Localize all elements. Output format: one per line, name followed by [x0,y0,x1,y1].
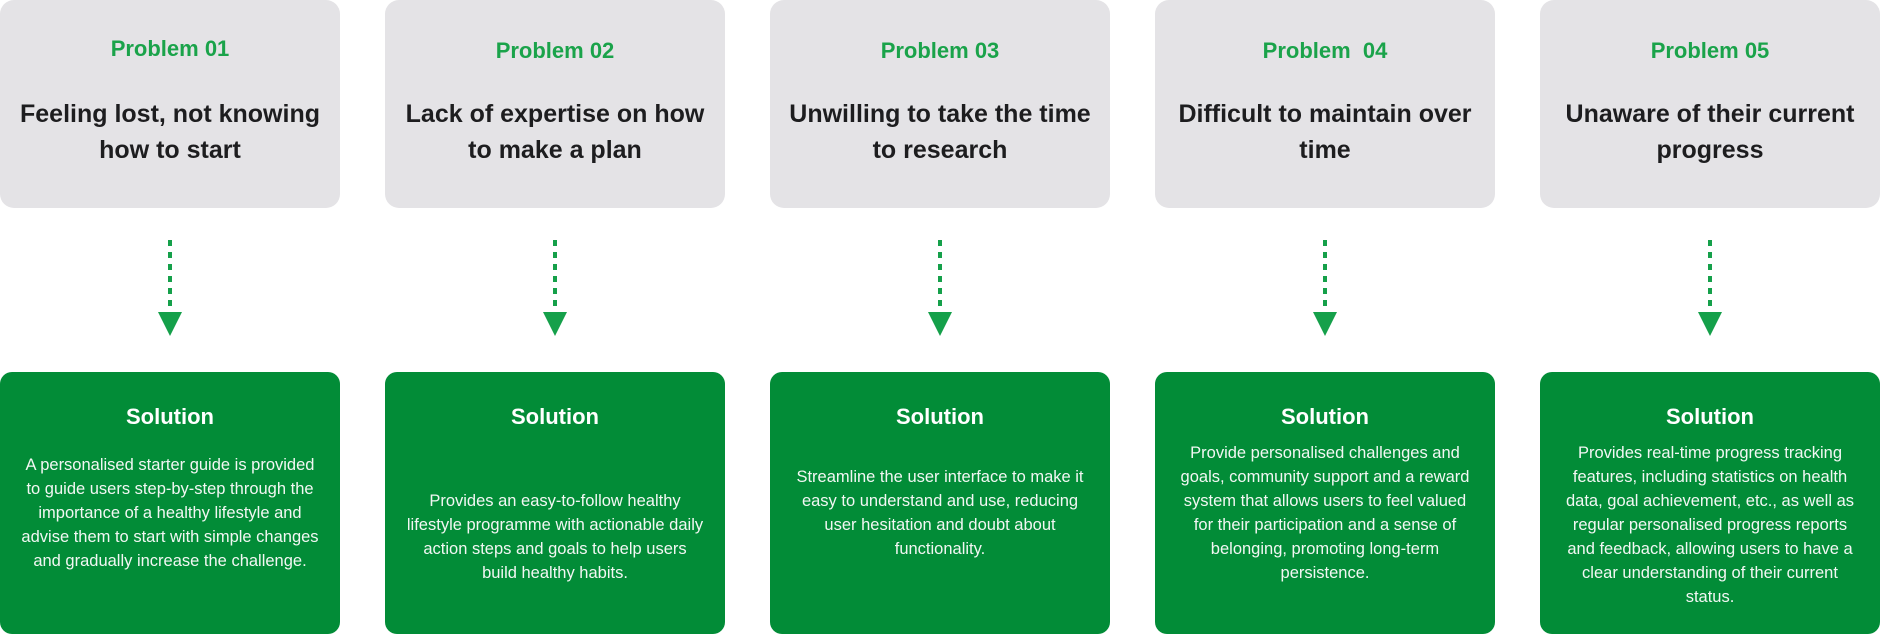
problem-label: Problem 01 [110,36,230,61]
solution-title: Solution [126,404,214,429]
solution-title: Solution [1666,404,1754,429]
solution-card: Solution Provides an easy-to-follow heal… [385,372,725,634]
problem-label: Problem 05 [1650,38,1770,63]
dashed-down-arrow-icon [543,240,567,336]
solution-card: Solution Streamline the user interface t… [770,372,1110,634]
problem-label: Problem 03 [880,38,1000,63]
problem-title: Difficult to maintain over time [1178,100,1472,164]
dashed-down-arrow-icon [1698,240,1722,336]
problem-solution-column-5: Problem 05 Unaware of their current prog… [1540,0,1880,634]
problem-title: Unaware of their current progress [1565,100,1855,164]
solution-body: Streamline the user interface to make it… [796,468,1084,558]
problem-title: Lack of expertise on how to make a plan [405,100,705,164]
solution-card: Solution Provide personalised challenges… [1155,372,1495,634]
problem-title: Feeling lost, not knowing how to start [20,100,320,164]
problem-card: Problem 02 Lack of expertise on how to m… [385,0,725,208]
solution-card: Solution Provides real-time progress tra… [1540,372,1880,634]
dashed-down-arrow-icon [928,240,952,336]
solution-body: Provides an easy-to-follow healthy lifes… [406,492,704,582]
solution-body: Provide personalised challenges and goal… [1180,444,1470,582]
dashed-down-arrow-icon [1313,240,1337,336]
problem-card: Problem 01 Feeling lost, not knowing how… [0,0,340,208]
problem-card: Problem 04 Difficult to maintain over ti… [1155,0,1495,208]
problem-solution-column-4: Problem 04 Difficult to maintain over ti… [1155,0,1495,634]
solution-title: Solution [511,404,599,429]
problem-label: Problem 02 [495,38,615,63]
problem-solution-column-2: Problem 02 Lack of expertise on how to m… [385,0,725,634]
problem-solution-column-3: Problem 03 Unwilling to take the time to… [770,0,1110,634]
problem-title: Unwilling to take the time to research [789,100,1091,164]
problem-card: Problem 05 Unaware of their current prog… [1540,0,1880,208]
solution-body: Provides real-time progress tracking fea… [1566,444,1854,606]
solution-title: Solution [896,404,984,429]
dashed-down-arrow-icon [158,240,182,336]
problem-solution-column-1: Problem 01 Feeling lost, not knowing how… [0,0,340,634]
problem-card: Problem 03 Unwilling to take the time to… [770,0,1110,208]
solution-body: A personalised starter guide is provided… [21,456,319,570]
solution-card: Solution A personalised starter guide is… [0,372,340,634]
solution-title: Solution [1281,404,1369,429]
problem-label: Problem 04 [1262,38,1388,63]
